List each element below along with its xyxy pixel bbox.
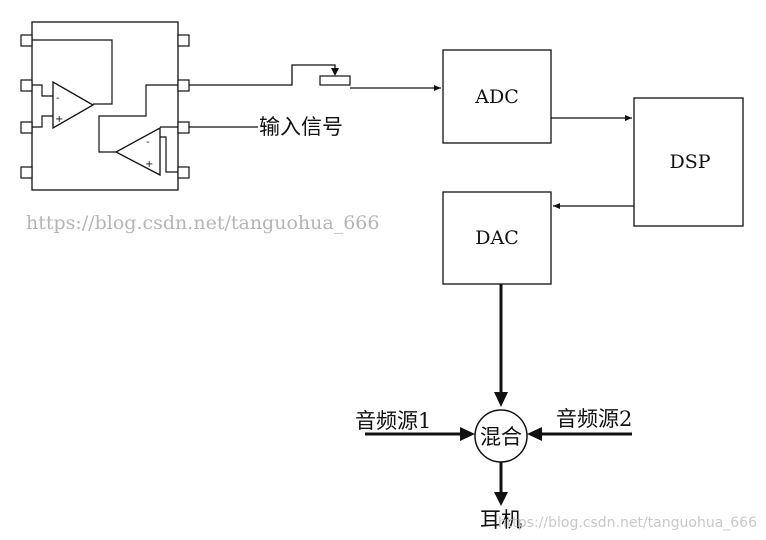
chip-pin	[177, 79, 190, 92]
watermark-corner: https://blog.csdn.net/tanguohua_666	[498, 515, 757, 531]
adc-label: ADC	[474, 86, 519, 108]
potentiometer	[319, 75, 351, 86]
chip-pin	[177, 34, 190, 47]
chip-pin	[177, 166, 190, 179]
chip-pin	[20, 79, 33, 92]
dsp-block	[633, 97, 744, 227]
opamp-2-symbol	[114, 126, 161, 177]
dac-to-mixer-arrowhead	[494, 392, 508, 407]
watermark-main: https://blog.csdn.net/tanguohua_666	[26, 212, 379, 234]
audio-source-2-label: 音频源2	[556, 407, 632, 431]
opamp-2-plus: +	[145, 159, 153, 170]
opamp-1-plus: +	[55, 114, 63, 125]
opamp-2-minus: -	[146, 137, 150, 148]
opamp-1-minus: -	[56, 93, 60, 104]
earphone-label: 耳机	[480, 508, 522, 532]
chip-pin	[20, 121, 33, 134]
chip-pin	[20, 34, 33, 47]
dac-label: DAC	[475, 227, 519, 249]
mixer-to-earphone-arrowhead	[494, 492, 508, 506]
dac-block	[442, 191, 552, 285]
dsp-label: DSP	[669, 151, 710, 173]
audio-source-1-label: 音频源1	[355, 409, 431, 433]
mixer-label: 混合	[480, 425, 522, 449]
adc-block	[442, 49, 552, 144]
chip-pin	[20, 166, 33, 179]
opamp-1-symbol	[52, 80, 95, 130]
pot-wiper-arrow	[331, 68, 339, 76]
audio-source-2-arrowhead	[527, 427, 542, 441]
opamp-chip: - + - +	[20, 21, 190, 191]
audio-source-1-arrowhead	[460, 427, 475, 441]
chip-to-pot-wire	[189, 64, 336, 86]
chip-pin	[177, 121, 190, 134]
input-signal-label: 输入信号	[259, 115, 343, 139]
